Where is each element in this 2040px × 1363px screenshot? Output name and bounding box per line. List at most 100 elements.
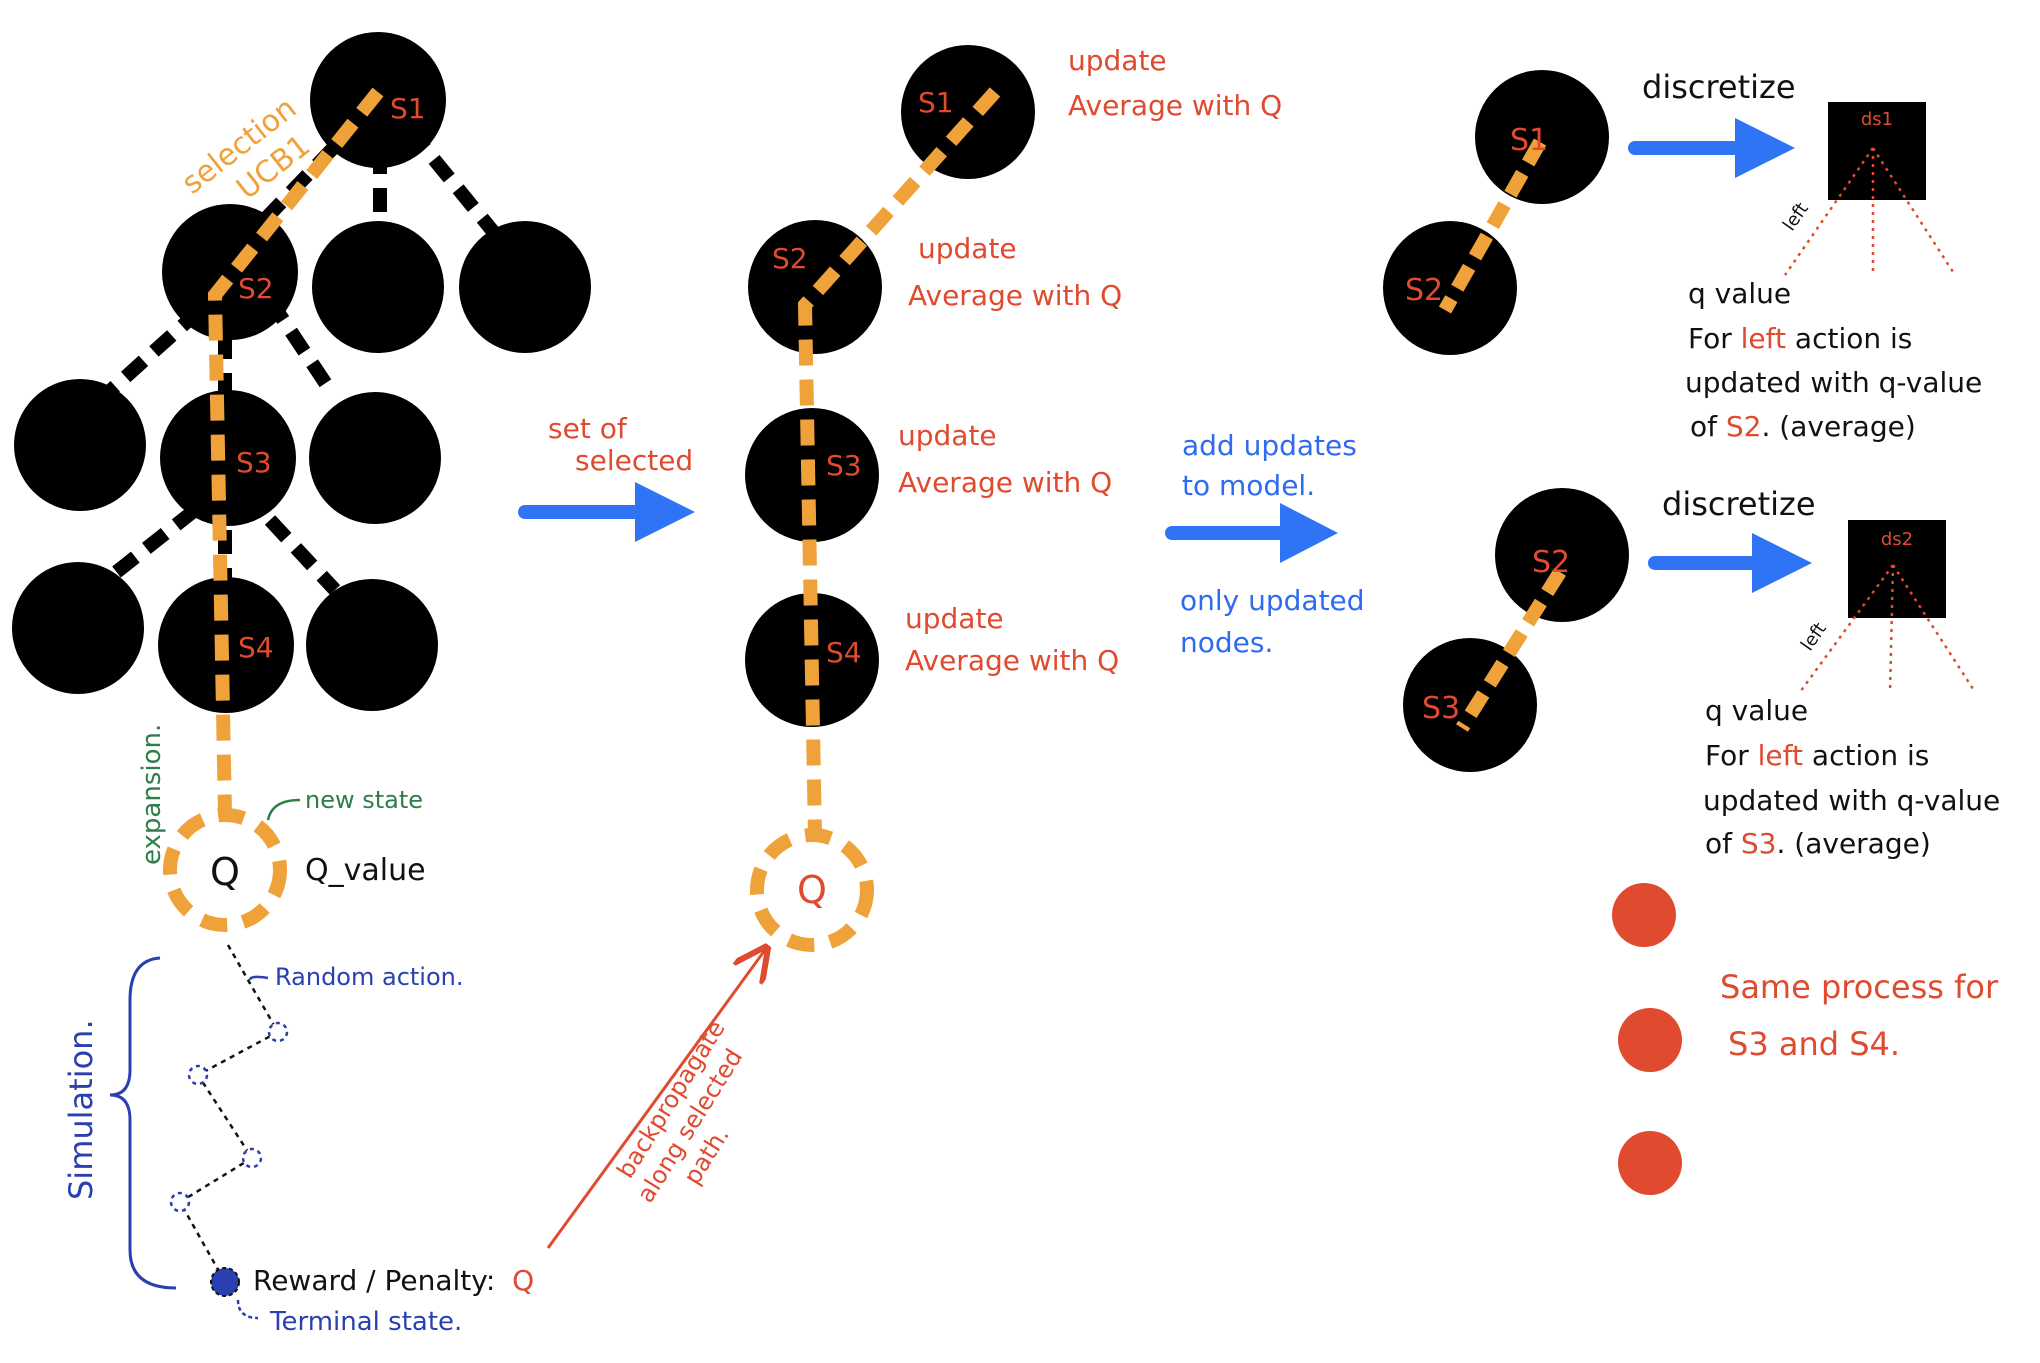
sim-state [169,1191,191,1213]
terminal-state-node [210,1267,240,1297]
qvalue-desc-1: q value [1705,694,1808,727]
discretize-bottom: S2 S3 discretize ds2 left q value For le… [1403,485,2000,860]
tree-edge [244,115,366,240]
simulation-walk [178,944,280,1283]
update-label: update [918,232,1017,265]
expansion-node-label: Q [210,850,240,894]
s3-label: S3 [236,446,272,479]
discretize-label: discretize [1662,485,1816,523]
qvalue-desc-1: q value [1688,277,1791,310]
expansion-label: expansion. [137,724,167,865]
ds1-label: ds1 [1861,109,1893,130]
disc-edge [1456,568,1566,732]
qvalue-desc-3: updated with q-value [1685,366,1982,399]
set-of-label: set of [548,412,628,445]
left-action-label: left [1797,619,1831,655]
path-s2-label: S2 [772,242,808,275]
discrete-state-box [1848,520,1946,618]
disc-parent-label: S1 [1510,123,1548,158]
update-label: update [1068,44,1167,77]
ellipsis-dot [1618,1131,1682,1195]
s4-label: S4 [238,631,274,664]
path-s4-label: S4 [826,636,862,669]
tree-node [14,379,146,511]
disc-child-label: S2 [1405,273,1443,308]
disc-child-label: S3 [1422,691,1460,726]
path-node-s1 [901,45,1035,179]
discretize-arrow [1735,118,1795,178]
update-detail: Average with Q [898,466,1112,499]
disc-parent-label: S2 [1532,545,1570,580]
nodes-label: nodes. [1180,626,1273,659]
terminal-pointer [236,1299,259,1320]
path-q-node [750,828,874,952]
path-s3-label: S3 [826,449,862,482]
add-updates-label: add updates [1182,429,1357,462]
left-action-label: left [1779,199,1813,235]
tree-node-s3 [160,390,296,526]
qvalue-desc-2: For left action is [1688,322,1912,355]
sim-state [241,1147,263,1169]
discretize-arrow [1752,533,1812,593]
s2-label: S2 [238,272,274,305]
discretize-top: S1 S2 discretize ds1 left q value For le… [1383,68,1982,443]
terminal-state-label: Terminal state. [269,1307,462,1337]
backprop-path [797,87,1001,836]
q-value-label: Q_value [305,853,426,888]
update-label: update [905,602,1004,635]
same-process-line2: S3 and S4. [1728,1025,1900,1063]
new-state-label: new state [305,786,423,814]
tree-edge [95,304,205,406]
update-detail: Average with Q [908,279,1122,312]
update-detail: Average with Q [905,644,1119,677]
reward-prefix: Reward / Penalty: [253,1264,495,1297]
ellipsis-dot [1612,883,1676,947]
update-label: update [898,419,997,452]
qvalue-desc-4: of S2. (average) [1690,410,1916,443]
disc-node-child [1383,221,1517,355]
simulation-brace [109,956,177,1290]
search-tree: Q S1 S2 S3 S4 selection UCB1 expansion. … [12,32,591,1337]
model-arrow: add updates to model. only updated nodes… [1165,429,1365,659]
path-q-label: Q [797,868,827,912]
discrete-state-box [1828,102,1926,200]
tree-node [312,221,444,353]
ellipsis-dot [1618,1008,1682,1072]
selected-path-column: Q S1 S2 S3 S4 update Average with Q upda… [745,44,1282,952]
expansion-node [163,808,287,932]
new-state-pointer [266,798,301,821]
only-updated-label: only updated [1180,584,1365,617]
disc-node-parent [1475,70,1609,204]
discretize-label: discretize [1642,68,1796,106]
backpropagate-arrow: backpropagate along selected path. [546,950,782,1249]
tree-edge [264,515,341,595]
sim-state [267,1021,289,1043]
selected-set-arrow: set of selected [518,412,695,542]
random-action-pointer [248,975,269,981]
sim-state [187,1064,209,1086]
same-process-line1: Same process for [1720,968,1999,1006]
s1-label: S1 [390,92,426,125]
ds2-label: ds2 [1881,529,1913,550]
qvalue-desc-3: updated with q-value [1703,784,2000,817]
update-detail: Average with Q [1068,89,1282,122]
selected-label: selected [575,444,693,477]
disc-node-parent [1495,488,1629,622]
same-process: Same process for S3 and S4. [1612,883,1999,1195]
tree-node [12,562,144,694]
tree-node [459,221,591,353]
path-s1-label: S1 [918,86,954,119]
reward-q: Q [512,1264,534,1297]
tree-edge [95,504,200,591]
qvalue-desc-2: For left action is [1705,739,1929,772]
random-action-label: Random action. [275,963,464,991]
to-model-label: to model. [1182,469,1315,502]
disc-edge [1438,138,1547,314]
simulation-label: Simulation. [62,1019,100,1200]
tree-node [306,579,438,711]
reward-label: Reward / Penalty: Q [253,1264,534,1297]
tree-node [309,392,441,524]
selected-path [207,87,384,816]
qvalue-desc-4: of S3. (average) [1705,827,1931,860]
